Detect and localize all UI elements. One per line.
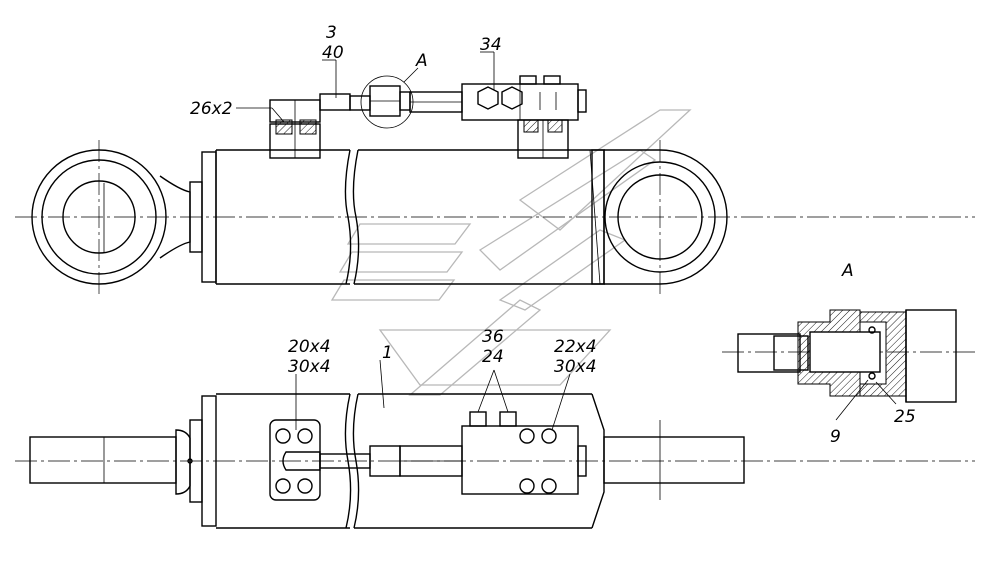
label-34: 34 — [480, 35, 502, 55]
label-a-view: A — [841, 261, 854, 281]
label-36: 36 — [482, 327, 504, 347]
label-25: 25 — [894, 407, 916, 427]
bottom-view — [15, 359, 975, 529]
label-20x4: 20x4 — [288, 337, 331, 357]
label-1: 1 — [382, 343, 393, 363]
top-view — [15, 51, 975, 295]
label-24: 24 — [482, 347, 504, 367]
label-30x4-left: 30x4 — [288, 357, 331, 377]
detail-view-a — [722, 309, 975, 421]
label-a-top: A — [415, 51, 428, 71]
watermark-logo — [330, 109, 692, 396]
label-3: 3 — [326, 23, 337, 43]
labels: 3 40 A 34 26x2 20x4 30x4 36 24 1 22x4 30… — [190, 23, 916, 447]
label-26x2: 26x2 — [190, 99, 233, 119]
label-9: 9 — [830, 427, 841, 447]
label-40: 40 — [322, 43, 344, 63]
label-22x4: 22x4 — [554, 337, 597, 357]
label-30x4-right: 30x4 — [554, 357, 597, 377]
